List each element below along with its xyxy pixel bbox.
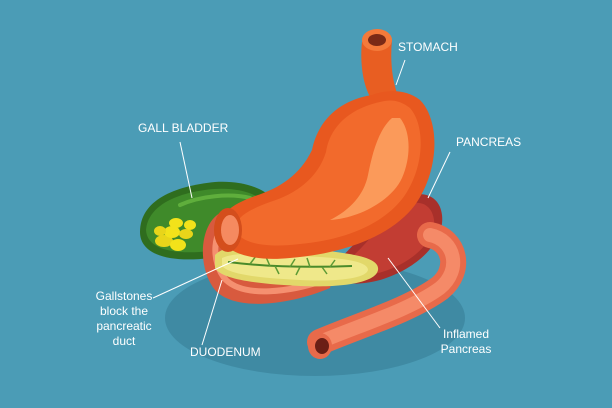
gallstones-cluster [154, 218, 196, 251]
label-gall-bladder: GALL BLADDER [138, 121, 229, 135]
leader-pancreas [427, 151, 451, 199]
leader-duodenum [201, 279, 223, 346]
leader-lines [152, 59, 451, 346]
label-inflamed-pancreas: Inflamed Pancreas [440, 327, 492, 356]
label-gallstones-block-duct: Gallstones block the pancreatic duct [95, 289, 153, 348]
leader-stomach [395, 59, 406, 86]
leader-gallstones [152, 258, 239, 299]
label-duodenum: DUODENUM [190, 345, 261, 359]
leader-gall-bladder [179, 141, 193, 199]
pancreatic-duct-cutaway [215, 245, 379, 287]
label-pancreas: PANCREAS [456, 135, 522, 149]
intestine-tube [307, 222, 467, 359]
leader-inflamed-pancreas [387, 257, 441, 329]
stomach-organ [214, 29, 435, 259]
label-stomach: STOMACH [398, 40, 458, 54]
